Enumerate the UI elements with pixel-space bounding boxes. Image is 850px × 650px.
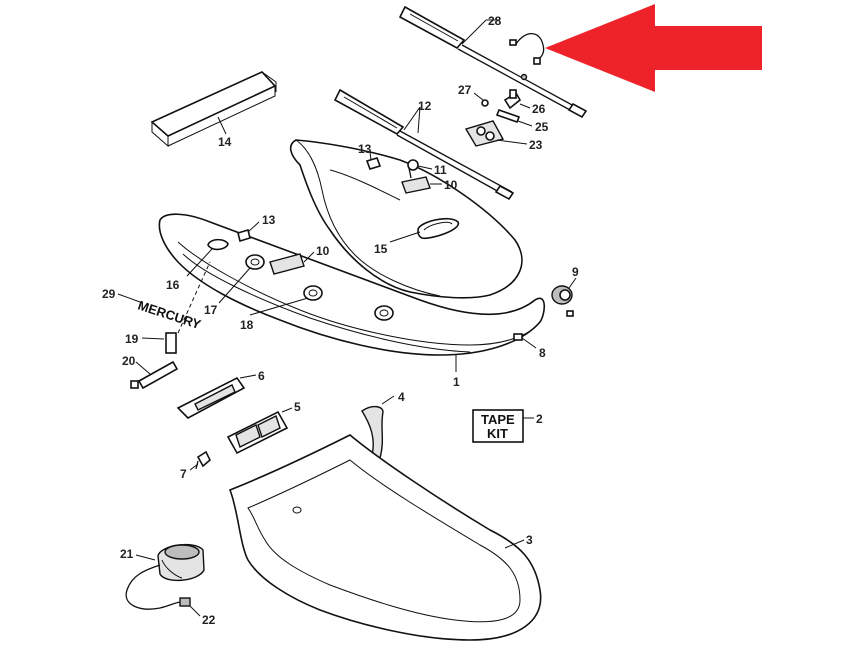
fitting-8	[513, 333, 523, 341]
callout-23: 23	[529, 138, 543, 152]
mercury-decal: MERCURY	[136, 298, 203, 333]
valve-17	[245, 254, 265, 270]
red-arrow-icon	[545, 4, 762, 92]
part-5-vent-plate	[226, 410, 289, 455]
callout-29: 29	[102, 287, 116, 301]
valve-18b	[374, 305, 394, 321]
callout-7: 7	[180, 467, 187, 481]
valve-9	[551, 285, 574, 317]
oar-12	[333, 88, 515, 201]
callout-16: 16	[166, 278, 180, 292]
callout-12: 12	[418, 99, 432, 113]
part-4-strip	[361, 405, 384, 459]
callout-20: 20	[122, 354, 136, 368]
patch-10-upper	[401, 176, 431, 194]
part-27-washer	[481, 99, 489, 107]
part-21-foot-pump	[125, 543, 205, 610]
callout-8: 8	[539, 346, 546, 360]
part-6-transom-plate	[176, 376, 246, 419]
callout-18: 18	[240, 318, 254, 332]
callout-13-lower: 13	[262, 213, 276, 227]
part-3-floor	[228, 434, 542, 641]
callout-13-upper: 13	[358, 142, 372, 156]
callout-6: 6	[258, 369, 265, 383]
callout-15: 15	[374, 242, 388, 256]
callout-19: 19	[125, 332, 139, 346]
callout-22: 22	[202, 613, 216, 627]
handle-16	[207, 238, 229, 251]
part-23-oarlock-base	[464, 120, 505, 147]
tape-kit-line2: KIT	[487, 426, 508, 441]
valve-18a	[303, 285, 323, 301]
seat-14	[150, 71, 277, 148]
oarlock-11	[407, 159, 419, 179]
patch-10-lower	[269, 253, 305, 275]
tape-kit-line1: TAPE	[481, 412, 515, 427]
boat-main-tube	[158, 213, 546, 356]
callout-4: 4	[398, 390, 405, 404]
callout-10-upper: 10	[444, 178, 458, 192]
part-22-adapter	[179, 597, 191, 607]
oarlock-pin	[509, 32, 545, 65]
callout-9: 9	[572, 265, 579, 279]
part-7-clip	[195, 450, 211, 470]
callout-27: 27	[458, 83, 472, 97]
callout-11: 11	[434, 163, 447, 177]
callout-3: 3	[526, 533, 533, 547]
callout-17: 17	[204, 303, 218, 317]
handle-13-upper	[365, 157, 382, 170]
callout-21: 21	[120, 547, 134, 561]
callout-28: 28	[488, 14, 502, 28]
boat-upper	[289, 139, 523, 299]
handle-13-lower	[237, 228, 251, 243]
callout-5: 5	[294, 400, 301, 414]
callout-25: 25	[535, 120, 549, 134]
oar-28	[398, 5, 588, 119]
callout-1: 1	[453, 375, 460, 389]
part-26-oarlock-fitting	[495, 89, 522, 124]
part-20-glue-tube	[130, 360, 179, 390]
tape-kit-box: TAPE KIT	[472, 409, 524, 443]
part-19-canister	[165, 332, 177, 354]
callout-10-lower: 10	[316, 244, 330, 258]
callout-14: 14	[218, 135, 232, 149]
handle-15	[417, 217, 459, 240]
callout-26: 26	[532, 102, 546, 116]
callout-2: 2	[536, 412, 543, 426]
